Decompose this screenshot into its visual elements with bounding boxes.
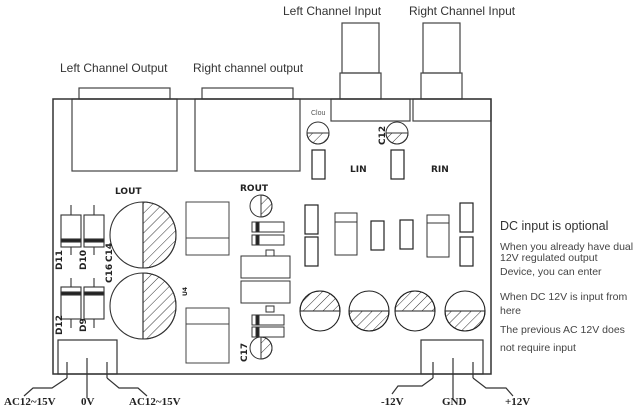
dc-note-line2: Device, you can enter — [500, 266, 602, 278]
dc-note-line3b: here — [500, 305, 522, 317]
right-channel-output-label: Right channel output — [193, 61, 304, 75]
u4-label: U4 — [182, 287, 189, 296]
left-input-jack-collar — [339, 72, 382, 100]
c14-label: C14 — [105, 243, 115, 262]
opamp-right — [426, 214, 450, 258]
right-input-jack-collar — [420, 72, 463, 100]
ac-0v-label: 0V — [81, 396, 95, 408]
left-output-connector-top — [78, 87, 171, 100]
d10-label: D10 — [79, 250, 89, 270]
ac-right-label: AC12~15V — [129, 396, 181, 408]
d12-label: D12 — [55, 315, 65, 335]
dc-note-line4b: not require input — [500, 342, 576, 354]
ac-terminal-block — [23, 339, 148, 398]
left-channel-input-label: Left Channel Input — [283, 4, 382, 18]
right-input-jack-body — [422, 22, 461, 74]
left-channel-output-label: Left Channel Output — [60, 61, 168, 75]
left-input-jack-body — [341, 22, 380, 74]
clou-label: Clou — [311, 110, 326, 117]
left-output-connector — [71, 98, 178, 172]
dc-minus12v-label: -12V — [381, 396, 404, 408]
right-channel-input-label: Right Channel Input — [409, 4, 516, 18]
rin-label: RIN — [431, 165, 449, 175]
diode-group — [60, 205, 105, 328]
ac-left-label: AC12~15V — [4, 396, 56, 408]
d9-label: D9 — [79, 318, 89, 332]
opamp-left — [334, 212, 358, 256]
right-output-connector — [194, 98, 301, 172]
c17-label: C17 — [240, 343, 250, 362]
dc-note-heading: DC input is optional — [500, 219, 609, 233]
dc-note-line4a: The previous AC 12V does — [500, 324, 625, 336]
right-output-connector-top — [201, 87, 294, 100]
lin-label: LIN — [350, 165, 367, 175]
output-capacitors — [299, 290, 486, 332]
dc-note-line1b: 12V regulated output — [500, 252, 598, 264]
regulator-lower — [185, 307, 230, 364]
c16-label: C16 — [105, 264, 115, 283]
dc-gnd-label: GND — [442, 396, 467, 408]
dc-terminal-block — [391, 339, 514, 398]
left-input-jack-base — [330, 98, 411, 122]
rout-label: ROUT — [240, 184, 269, 194]
c12-label: C12 — [378, 126, 388, 145]
pcb-outline — [52, 98, 492, 375]
d11-label: D11 — [55, 250, 65, 270]
dc-plus12v-label: +12V — [505, 396, 530, 408]
lout-label: LOUT — [115, 187, 142, 197]
right-input-jack-base — [412, 98, 492, 122]
regulator-upper — [185, 201, 230, 256]
film-capacitors — [304, 149, 474, 267]
dc-note-line3a: When DC 12V is input from — [500, 291, 628, 303]
dc-note-line1a: When you already have dual — [500, 241, 634, 253]
